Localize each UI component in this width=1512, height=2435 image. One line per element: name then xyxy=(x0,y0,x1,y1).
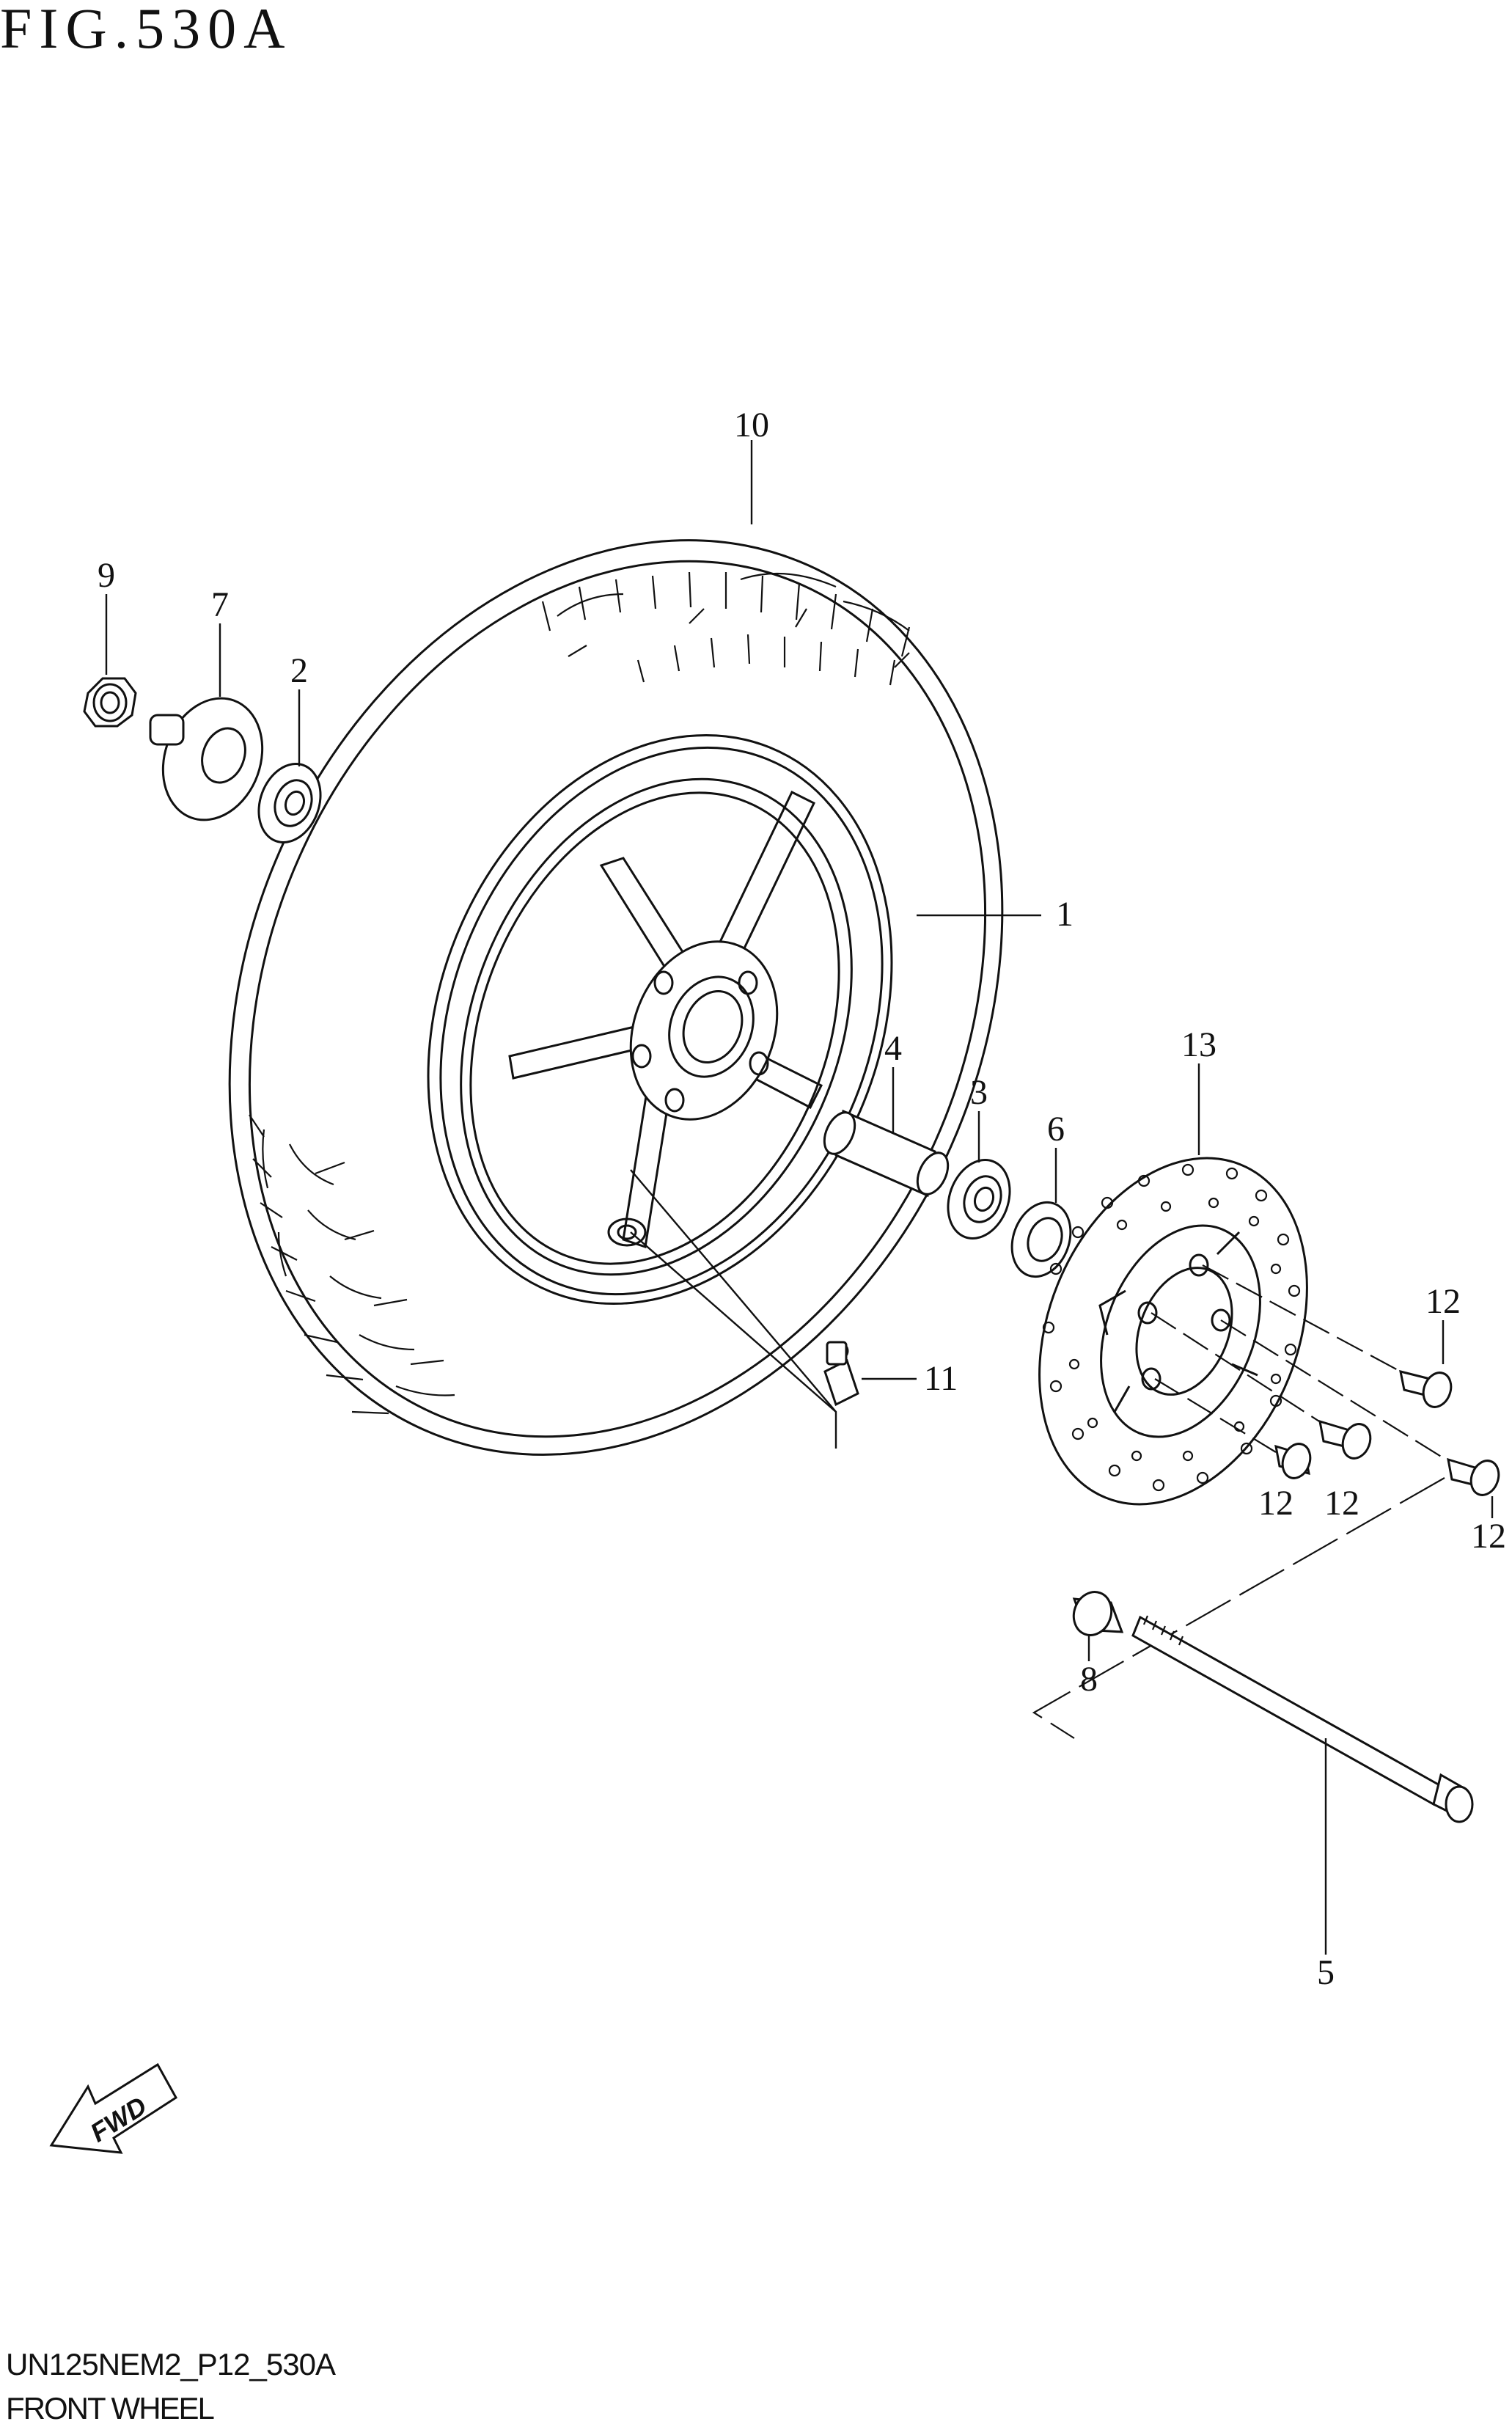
callout-6: 6 xyxy=(1047,1110,1065,1149)
callout-3: 3 xyxy=(970,1073,988,1112)
collar-drawing: 8 xyxy=(1072,1591,1124,1699)
figure-title: FIG.530A xyxy=(0,0,293,60)
fwd-arrow-icon: FWD xyxy=(49,2062,177,2154)
disc-bolt-a-drawing: 12 xyxy=(1399,1282,1461,1408)
tire-drawing: 10 xyxy=(228,406,1004,1456)
callout-12-b: 12 xyxy=(1324,1484,1359,1523)
section-name: FRONT WHEEL xyxy=(6,2391,215,2425)
callout-12-d: 12 xyxy=(1471,1517,1506,1556)
callout-11: 11 xyxy=(924,1359,958,1398)
disc-bolt-b-drawing: 12 xyxy=(1318,1419,1372,1523)
bearing-right-drawing: 3 xyxy=(947,1073,1011,1240)
callout-1: 1 xyxy=(1056,895,1074,934)
callout-12-a: 12 xyxy=(1425,1282,1461,1321)
callout-9: 9 xyxy=(98,556,115,595)
gearbox-drawing: 7 xyxy=(149,585,264,821)
callout-4: 4 xyxy=(884,1029,902,1068)
callout-5: 5 xyxy=(1317,1953,1335,1992)
drawing-code: UN125NEM2_P12_530A xyxy=(6,2347,336,2381)
nut-drawing: 9 xyxy=(83,556,137,728)
oil-seal-drawing: 6 xyxy=(1010,1110,1072,1278)
callout-12-c: 12 xyxy=(1258,1484,1293,1523)
wheel-rim-drawing: 1 xyxy=(427,733,1074,1306)
brake-disc-drawing: 13 xyxy=(1038,1025,1308,1506)
callout-13: 13 xyxy=(1181,1025,1216,1064)
spacer-drawing: 4 xyxy=(823,1029,950,1198)
valve-drawing: 11 xyxy=(823,1341,958,1407)
callout-8: 8 xyxy=(1080,1660,1098,1699)
callout-7: 7 xyxy=(211,585,229,624)
axle-drawing: 5 xyxy=(1131,1615,1474,1992)
disc-bolt-c-drawing: 12 xyxy=(1258,1443,1312,1523)
callout-2: 2 xyxy=(290,651,308,690)
callout-10: 10 xyxy=(734,406,769,444)
bearing-left-drawing: 2 xyxy=(257,651,322,843)
disc-bolt-d-drawing: 12 xyxy=(1447,1457,1506,1556)
